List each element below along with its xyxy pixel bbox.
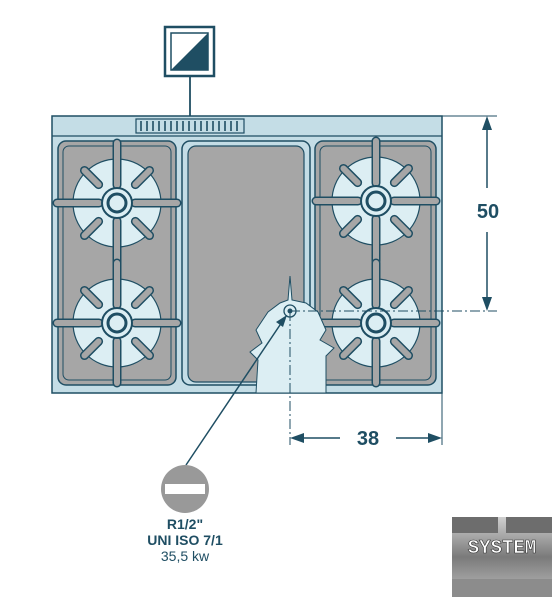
burner-left-front [52, 258, 182, 388]
burner-left-back [52, 138, 182, 268]
vent-grille [135, 118, 245, 134]
height-dimension-label: 50 [477, 201, 499, 223]
connection-thread: R1/2" [166, 516, 204, 532]
brand-logo-text: SYSTEM [468, 537, 536, 559]
connection-power: 35,5 kw [160, 548, 210, 564]
connection-standard: UNI ISO 7/1 [147, 532, 223, 548]
height-dimension: 50 [442, 115, 499, 311]
burner-right-front [311, 258, 441, 388]
griddle-plate-icon [163, 25, 216, 78]
gas-connection-symbol [161, 465, 209, 513]
width-dimension: 38 [290, 393, 443, 450]
burner-right-back [311, 136, 441, 266]
brand-logo: SYSTEM [452, 517, 552, 597]
gas-connection-leader [185, 315, 287, 466]
width-dimension-label: 38 [357, 428, 379, 450]
